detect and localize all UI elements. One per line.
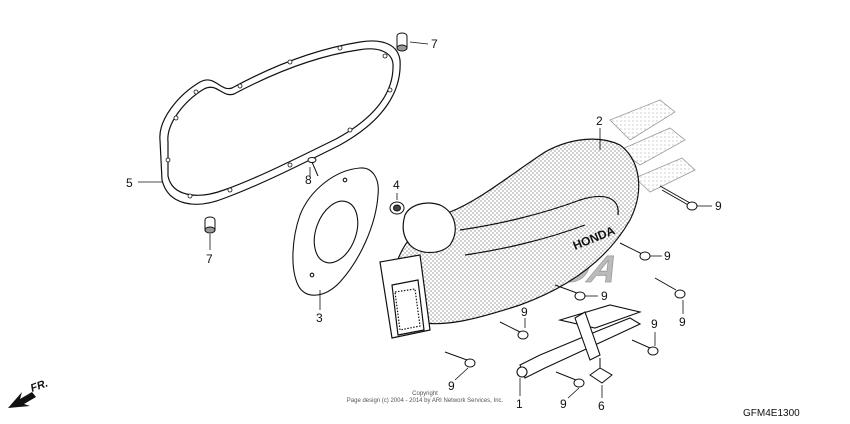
- crankcase-cover-gasket: [159, 40, 401, 205]
- leader-lines: [138, 41, 712, 399]
- bolt-9b: [619, 242, 651, 261]
- callout-2: 2: [596, 114, 603, 128]
- callout-9-a: 9: [715, 199, 722, 213]
- front-label: FR.: [29, 377, 50, 394]
- callout-9-h: 9: [560, 397, 567, 411]
- bolt-9d: [554, 284, 586, 301]
- copyright-line-1: Copyright: [412, 391, 438, 397]
- callout-4: 4: [393, 178, 400, 192]
- callout-9-c: 9: [679, 315, 686, 329]
- callout-numbers: 7 5 7 8 3 4 2 9 9 9 9 9 9 9 9 1 6: [126, 37, 722, 413]
- seal-4: [389, 201, 405, 215]
- callout-9-f: 9: [651, 317, 658, 331]
- callout-6: 6: [598, 399, 605, 413]
- bolt-9c: [654, 277, 686, 299]
- callout-8: 8: [305, 173, 312, 187]
- dowel-pin-bottom: [204, 216, 216, 234]
- bolt-9a: [659, 185, 698, 211]
- arrow-icon: [8, 392, 36, 408]
- gasket-bolt-holes: [165, 45, 393, 199]
- callout-7-top: 7: [431, 37, 438, 51]
- screw-8: [307, 157, 319, 177]
- bolt-9g: [444, 351, 476, 368]
- bracket-1: [516, 304, 642, 379]
- bolt-9f: [631, 339, 659, 356]
- bolts-9: [444, 185, 698, 388]
- diagram-code: GFM4E1300: [743, 408, 800, 419]
- copyright-line-2: Page design (c) 2004 - 2014 by ARI Netwo…: [347, 398, 504, 404]
- dowel-pin-top: [396, 32, 408, 52]
- cover-plate: [292, 167, 379, 296]
- callout-1: 1: [516, 397, 523, 411]
- callout-9-e: 9: [521, 305, 528, 319]
- callout-9-b: 9: [664, 249, 671, 263]
- bolt-9h: [555, 371, 585, 388]
- bolt-9e: [499, 321, 529, 340]
- callout-5: 5: [126, 176, 133, 190]
- callout-9-d: 9: [601, 289, 608, 303]
- left-crankcase-cover: HONDA: [379, 138, 640, 339]
- callout-9-g: 9: [448, 379, 455, 393]
- callout-7-bottom: 7: [206, 252, 213, 266]
- callout-3: 3: [316, 311, 323, 325]
- front-direction-arrow: FR.: [8, 377, 50, 408]
- nut-6: [589, 358, 613, 384]
